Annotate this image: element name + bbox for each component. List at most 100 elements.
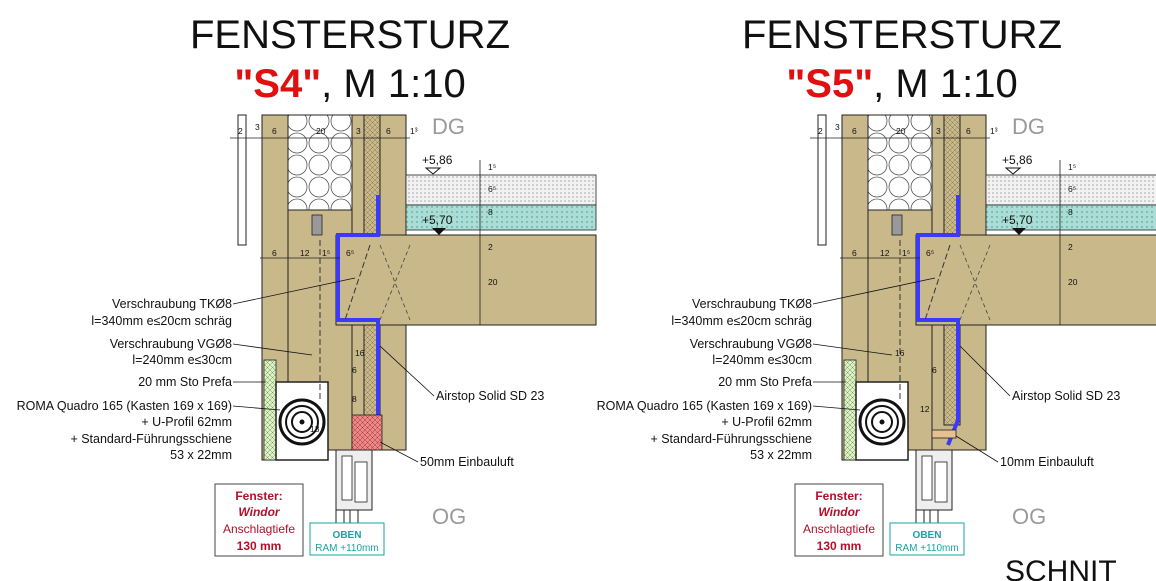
dim-label: 2 — [818, 126, 823, 136]
svg-text:ROMA Quadro 165 (Kasten 169 x: ROMA Quadro 165 (Kasten 169 x 169) — [597, 399, 812, 413]
dim-label: 12 — [880, 248, 890, 258]
anschlag-value: 130 mm — [817, 539, 862, 553]
window-info-box: Fenster: Windor Anschlagtiefe 130 mm — [794, 483, 884, 557]
svg-text:l=240mm e≤30cm: l=240mm e≤30cm — [712, 353, 812, 367]
svg-text:Anschlagtiefe: Anschlagtiefe — [223, 522, 295, 536]
svg-text:Verschraubung TKØ8: Verschraubung TKØ8 — [112, 297, 232, 311]
dim-label: 8 — [488, 207, 493, 217]
section-scale: , M 1:10 — [873, 62, 1018, 106]
dim-label: 6 — [272, 248, 277, 258]
level-bottom: OG — [432, 504, 466, 529]
dim-label: 2 — [1068, 242, 1073, 252]
dim-label: 3 — [255, 122, 260, 132]
svg-text:+ Standard-Führungsschiene: + Standard-Führungsschiene — [650, 432, 812, 446]
anschlag-value: 130 mm — [237, 539, 282, 553]
svg-text:ROMA Quadro 165 (Kasten 169 x: ROMA Quadro 165 (Kasten 169 x 169) — [17, 399, 232, 413]
section-code: "S4" — [234, 62, 321, 106]
callout-screw-tk: Verschraubung TKØ8 l=340mm e≤20cm schräg — [91, 277, 356, 328]
panel-subtitle: "S4", M 1:10 — [234, 62, 465, 106]
dim-label: 3 — [356, 126, 361, 136]
callout-screw-vg: Verschraubung VGØ8 l=240mm e≤30cm — [110, 337, 313, 367]
footer-heading: SCHNIT — [1005, 555, 1117, 581]
svg-text:Verschraubung VGØ8: Verschraubung VGØ8 — [110, 337, 232, 351]
callout-airstop: Airstop Solid SD 23 — [379, 345, 544, 403]
svg-text:20 mm Sto Prefa: 20 mm Sto Prefa — [138, 375, 232, 389]
callout-screw-tk: Verschraubung TKØ8 l=340mm e≤20cm schräg — [671, 277, 936, 328]
callout-roma: ROMA Quadro 165 (Kasten 169 x 169) + U-P… — [597, 399, 861, 462]
einbauluft-gap — [351, 414, 383, 451]
svg-text:l=240mm e≤30cm: l=240mm e≤30cm — [132, 353, 232, 367]
dim-label: 6 — [386, 126, 391, 136]
svg-text:Verschraubung VGØ8: Verschraubung VGØ8 — [690, 337, 812, 351]
elevation-marker-top — [1004, 167, 1022, 175]
dim-label: 1⁵ — [322, 248, 330, 258]
svg-text:Fenster:: Fenster: — [815, 489, 862, 503]
dim-label: 12 — [300, 248, 310, 258]
oben-box: OBEN RAM +110mm — [889, 522, 965, 556]
svg-text:RAM +110mm: RAM +110mm — [895, 543, 958, 554]
section-code: "S5" — [786, 62, 873, 106]
dim-label: 20 — [488, 277, 498, 287]
svg-text:OBEN: OBEN — [333, 530, 362, 541]
callout-airstop: Airstop Solid SD 23 — [959, 345, 1120, 403]
panel-subtitle: "S5", M 1:10 — [786, 62, 1017, 106]
dim-label: 20 — [316, 126, 326, 136]
panel-title: FENSTERSTURZ — [190, 13, 510, 57]
dim-label: 2 — [238, 126, 243, 136]
dim-label: 6 — [966, 126, 971, 136]
elevation-floor: +5,70 — [1002, 213, 1033, 227]
dim-label: 6 — [852, 126, 857, 136]
dim-label: 2 — [488, 242, 493, 252]
section-scale: , M 1:10 — [321, 62, 466, 106]
einbauluft-gap — [931, 429, 957, 439]
elevation-marker-floor — [432, 228, 446, 235]
dim-label: 8 — [352, 394, 357, 404]
elevation-marker-top — [424, 167, 442, 175]
level-top: DG — [1012, 114, 1045, 139]
svg-text:+ Standard-Führungsschiene: + Standard-Führungsschiene — [70, 432, 232, 446]
dim-label: 6⁵ — [488, 184, 496, 194]
svg-text:+ U-Profil 62mm: + U-Profil 62mm — [141, 415, 232, 429]
svg-text:l=340mm e≤20cm schräg: l=340mm e≤20cm schräg — [671, 314, 812, 328]
svg-text:OBEN: OBEN — [913, 530, 942, 541]
svg-text:10mm Einbauluft: 10mm Einbauluft — [1000, 455, 1094, 469]
dim-label: 6⁵ — [346, 248, 354, 258]
svg-text:53 x 22mm: 53 x 22mm — [750, 448, 812, 462]
callout-einbauluft: 50mm Einbauluft — [379, 441, 514, 469]
dim-label: 1⁵ — [902, 248, 910, 258]
elevation-top: +5,86 — [422, 153, 453, 167]
svg-text:50mm Einbauluft: 50mm Einbauluft — [420, 455, 514, 469]
svg-text:+ U-Profil 62mm: + U-Profil 62mm — [721, 415, 812, 429]
dim-label: 20 — [896, 126, 906, 136]
svg-text:Verschraubung TKØ8: Verschraubung TKØ8 — [692, 297, 812, 311]
callout-screw-vg: Verschraubung VGØ8 l=240mm e≤30cm — [690, 337, 893, 367]
dim-label: 3 — [835, 122, 840, 132]
svg-text:RAM +110mm: RAM +110mm — [315, 543, 378, 554]
svg-text:Fenster:: Fenster: — [235, 489, 282, 503]
panel-s5: FENSTERSTURZ "S5", M 1:10 DG OG +5,86 +5… — [597, 13, 1156, 557]
dim-label: 3 — [936, 126, 941, 136]
dim-label: 6 — [852, 248, 857, 258]
dim-label: 20 — [1068, 277, 1078, 287]
oben-box: OBEN RAM +110mm — [309, 522, 385, 556]
callout-prefa: 20 mm Sto Prefa — [718, 375, 846, 389]
dim-label: 12 — [920, 404, 930, 414]
dim-label: 1⁵ — [1068, 162, 1076, 172]
dim-label: 6 — [272, 126, 277, 136]
svg-text:Anschlagtiefe: Anschlagtiefe — [803, 522, 875, 536]
dim-label: 1³ — [990, 126, 998, 136]
dim-label: 8 — [1068, 207, 1073, 217]
dim-label: 6⁵ — [926, 248, 934, 258]
elevation-top: +5,86 — [1002, 153, 1033, 167]
dim-label: 6 — [352, 365, 357, 375]
callout-einbauluft: 10mm Einbauluft — [955, 435, 1094, 469]
panel-s4: FENSTERSTURZ "S4", M 1:10 DG OG +5,86 +5… — [17, 13, 598, 557]
svg-text:l=340mm e≤20cm schräg: l=340mm e≤20cm schräg — [91, 314, 232, 328]
svg-text:Airstop Solid SD 23: Airstop Solid SD 23 — [1012, 389, 1120, 403]
panel-title: FENSTERSTURZ — [742, 13, 1062, 57]
svg-text:Windor: Windor — [818, 505, 861, 519]
level-bottom: OG — [1012, 504, 1046, 529]
dim-label: 16 — [895, 348, 905, 358]
callout-prefa: 20 mm Sto Prefa — [138, 375, 266, 389]
